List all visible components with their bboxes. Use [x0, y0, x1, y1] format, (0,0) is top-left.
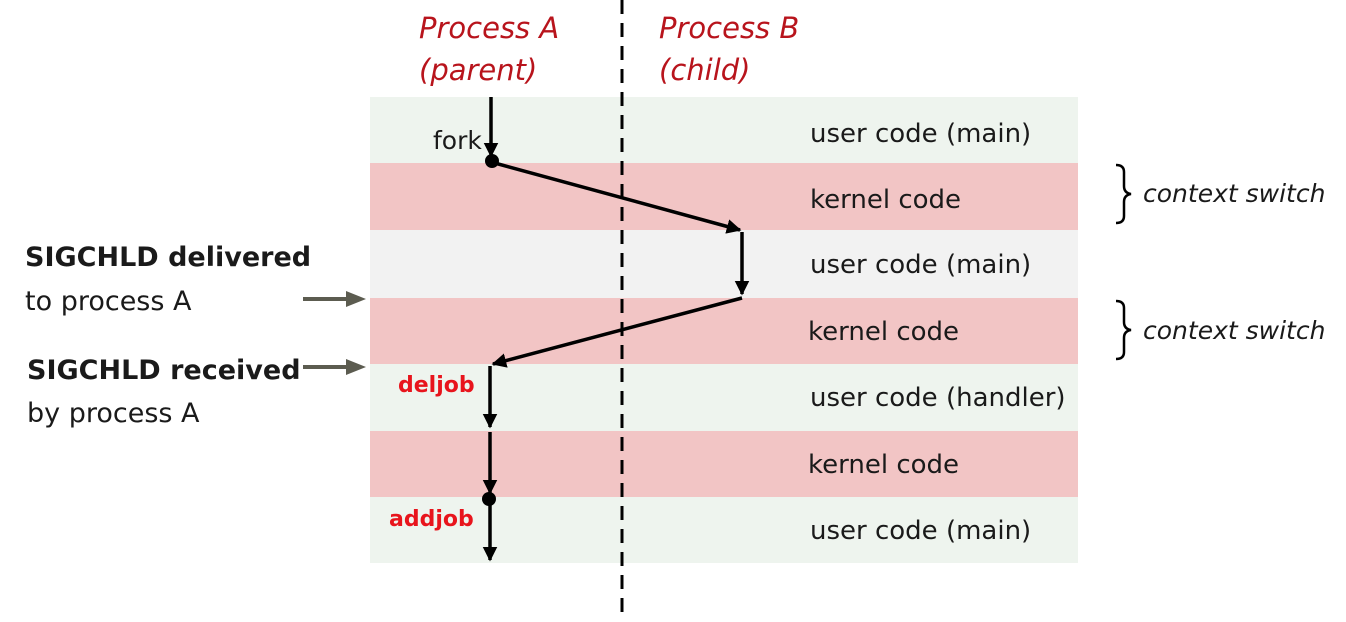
band-label-5: user code (handler) [810, 383, 1066, 413]
right-brace-icon [1115, 163, 1132, 225]
context-switch-2: context switch [1115, 299, 1325, 361]
band-label-1: user code (main) [810, 119, 1031, 149]
band-kernel-1 [370, 163, 1078, 230]
sigchld-received-label: SIGCHLD received [27, 355, 301, 386]
sigchld-delivered-label: SIGCHLD delivered [25, 242, 311, 273]
flow-switch-to-parent [491, 296, 743, 368]
process-b-title: Process B [659, 11, 799, 45]
band-label-6: kernel code [808, 450, 959, 480]
process-b-subtitle: (child) [659, 53, 750, 87]
band-kernel-2 [370, 298, 1078, 364]
band-label-2: kernel code [810, 185, 961, 215]
execution-flow [482, 97, 750, 562]
context-switch-label-1: context switch [1143, 179, 1325, 208]
process-headers: Process A (parent) Process B (child) [419, 11, 799, 87]
process-a-subtitle: (parent) [419, 53, 537, 87]
flow-switch-to-child [490, 160, 742, 234]
process-a-title: Process A [419, 11, 559, 45]
deljob-label: deljob [398, 373, 475, 398]
execution-bands [370, 97, 1078, 563]
fork-point [485, 154, 499, 168]
band-user-main-2 [370, 230, 1078, 298]
band-labels: user code (main) kernel code user code (… [808, 119, 1066, 546]
band-label-4: kernel code [808, 317, 959, 347]
delivered-arrow-icon [346, 291, 366, 307]
band-label-7: user code (main) [810, 516, 1031, 546]
sigchld-delivered-target: to process A [25, 286, 192, 317]
signal-delivered: SIGCHLD delivered to process A [25, 242, 366, 317]
context-switch-label-2: context switch [1143, 316, 1325, 345]
band-label-3: user code (main) [810, 250, 1031, 280]
right-brace-icon [1115, 299, 1132, 361]
addjob-point [482, 492, 496, 506]
received-arrow-icon [346, 359, 366, 375]
signal-received: SIGCHLD received by process A [27, 355, 366, 429]
sigchld-received-target: by process A [27, 398, 200, 429]
band-kernel-3 [370, 431, 1078, 497]
fork-label: fork [433, 126, 482, 155]
addjob-label: addjob [389, 507, 474, 532]
context-switch-1: context switch [1115, 163, 1325, 225]
